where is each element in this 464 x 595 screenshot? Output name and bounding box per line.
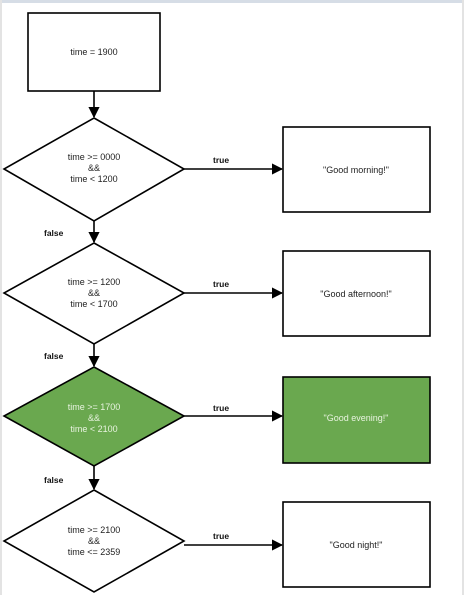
false-label-3: false xyxy=(44,475,64,485)
condition-4-line-1: time >= 2100 xyxy=(68,525,121,535)
top-border xyxy=(0,0,464,3)
result-box-3 xyxy=(282,376,431,464)
left-border xyxy=(0,0,2,595)
condition-3-line-2: && xyxy=(88,413,100,423)
condition-4-line-3: time <= 2359 xyxy=(68,547,121,557)
start-box-label: time = 1900 xyxy=(70,47,117,57)
result-2-label: "Good afternoon!" xyxy=(320,289,391,299)
condition-3-line-1: time >= 1700 xyxy=(68,402,121,412)
false-label-2: false xyxy=(44,351,64,361)
result-box-1 xyxy=(282,126,431,213)
result-box-2 xyxy=(282,250,431,337)
true-label-1: true xyxy=(213,155,229,165)
true-label-3: true xyxy=(213,403,229,413)
condition-2-line-2: && xyxy=(88,288,100,298)
condition-1-line-2: && xyxy=(88,163,100,173)
result-box-4 xyxy=(282,501,431,588)
condition-1-line-1: time >= 0000 xyxy=(68,152,121,162)
true-label-2: true xyxy=(213,279,229,289)
result-1-label: "Good morning!" xyxy=(323,165,389,175)
condition-4-diamond xyxy=(2,489,186,593)
condition-3-line-3: time < 2100 xyxy=(70,424,117,434)
condition-2-line-3: time < 1700 xyxy=(70,299,117,309)
result-4-label: "Good night!" xyxy=(330,540,383,550)
right-border xyxy=(462,0,464,595)
true-label-4: true xyxy=(213,531,229,541)
condition-4-line-2: && xyxy=(88,536,100,546)
condition-1-line-3: time < 1200 xyxy=(70,174,117,184)
result-3-label: "Good evening!" xyxy=(324,413,389,423)
false-label-1: false xyxy=(44,228,64,238)
condition-2-line-1: time >= 1200 xyxy=(68,277,121,287)
